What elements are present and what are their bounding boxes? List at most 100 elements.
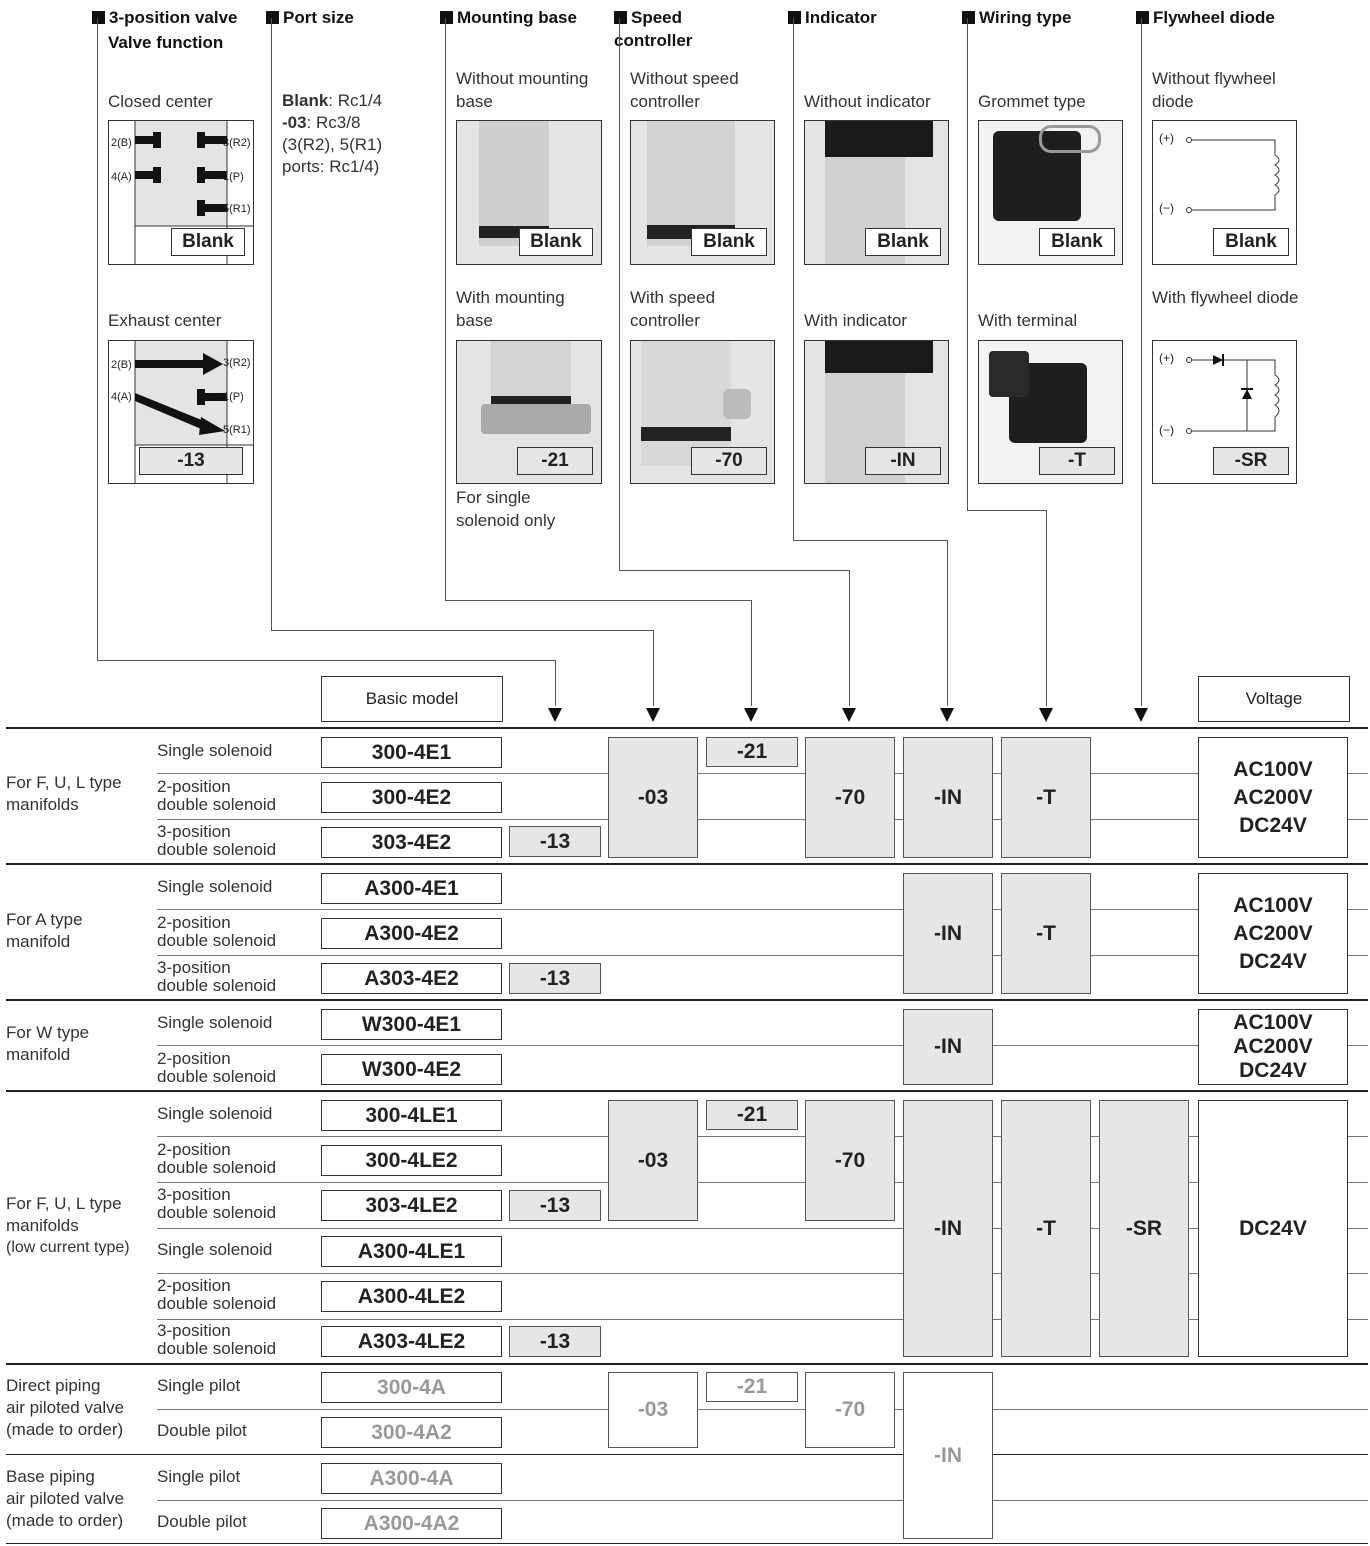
group-label-line: Base piping (6, 1467, 95, 1486)
option-in: -IN (903, 1100, 993, 1357)
mounting-note: For single solenoid only (456, 488, 556, 530)
caption-with-mounting-base: With mounting base (456, 288, 565, 330)
port-label: 5(R1) (223, 203, 251, 215)
basic-model-code: A300-4A2 (321, 1508, 502, 1539)
voltage-value: AC200V (1233, 785, 1313, 809)
option-70: -70 (805, 737, 895, 858)
valve-photo: Blank (804, 120, 949, 265)
row-line (157, 1500, 1368, 1501)
basic-model-code: 300-4A (321, 1372, 502, 1403)
caption-without-indicator: Without indicator (804, 92, 931, 111)
caption-grommet-type: Grommet type (978, 92, 1086, 111)
group-label-line: Direct piping (6, 1376, 101, 1395)
basic-model-code: A303-4LE2 (321, 1326, 502, 1357)
voltage-box: AC100V AC200V DC24V (1198, 873, 1348, 994)
option-21: -21 (706, 737, 798, 767)
leader-line (97, 660, 555, 661)
port-size-line: Blank: Rc1/4 (282, 90, 382, 112)
code-t: -T (1039, 447, 1115, 475)
basic-model-code: W300-4E1 (321, 1009, 502, 1040)
valve-photo: Blank (978, 120, 1123, 265)
group-label: For F, U, L type manifolds (low current … (6, 1193, 130, 1259)
row-line (157, 1182, 1368, 1183)
arrow-down-icon (744, 708, 758, 722)
diode-circuit-icon (1186, 354, 1280, 434)
header-text: Port size (283, 8, 354, 27)
valve-photo: -T (978, 340, 1123, 484)
voltage-header: Voltage (1198, 676, 1350, 722)
port-label: 3(R2) (223, 357, 251, 369)
voltage-value: AC100V (1233, 1011, 1313, 1034)
basic-model-code: 300-4LE2 (321, 1145, 502, 1176)
terminal-connector (989, 351, 1029, 397)
port-size-value: : Rc3/8 (306, 113, 361, 132)
port-label: 1(P) (223, 171, 244, 183)
row-sublabel: Single solenoid (157, 1240, 273, 1259)
valve-photo: -70 (630, 340, 775, 484)
option-21-made-to-order: -21 (706, 1372, 798, 1402)
code-blank: Blank (519, 228, 593, 256)
sublabel-line: double solenoid (157, 976, 277, 995)
valve-photo: Blank (630, 120, 775, 265)
row-sublabel: Single solenoid (157, 1104, 273, 1123)
caption-exhaust-center: Exhaust center (108, 311, 222, 330)
arrow-down-icon (842, 708, 856, 722)
header-3-position-valve: 3-position valve (92, 6, 237, 29)
option-in: -IN (903, 737, 993, 858)
row-line (157, 1045, 1368, 1046)
leader-line (1046, 510, 1047, 706)
header-text: Mounting base (457, 8, 577, 27)
option-70-made-to-order: -70 (805, 1372, 895, 1448)
port-label: 2(B) (111, 137, 132, 149)
row-sublabel: Single pilot (157, 1467, 241, 1486)
leader-line (619, 570, 849, 571)
basic-model-code: A300-4A (321, 1463, 502, 1494)
caption-closed-center: Closed center (108, 92, 213, 111)
basic-model-code: A300-4E1 (321, 873, 502, 904)
row-line (157, 955, 1368, 956)
port-size-line: (3(R2), 5(R1) (282, 135, 383, 154)
option-sr: -SR (1099, 1100, 1189, 1357)
group-label-line: manifolds (6, 1216, 79, 1235)
voltage-value: DC24V (1239, 813, 1307, 837)
basic-model-code: 303-4E2 (321, 827, 502, 858)
sublabel-line: 2-position (157, 913, 231, 932)
option-13: -13 (509, 1326, 601, 1357)
code-blank: Blank (1213, 228, 1289, 256)
row-line (157, 1136, 1368, 1137)
sublabel-line: 2-position (157, 1140, 231, 1159)
header-speed-controller: Speed controller (614, 6, 754, 52)
code-sr: -SR (1213, 447, 1289, 475)
port-label: 2(B) (111, 359, 132, 371)
sublabel-line: 3-position (157, 1321, 231, 1340)
header-text: Speed controller (614, 8, 693, 50)
valve-body (641, 341, 731, 466)
basic-model-code: W300-4E2 (321, 1054, 502, 1085)
plus-terminal-label: (+) (1159, 351, 1174, 365)
code-in: -IN (865, 447, 941, 475)
leader-line (445, 600, 751, 601)
closed-center-symbol: 2(B) 4(A) 3(R2) 1(P) 5(R1) Blank (108, 120, 254, 265)
option-t: -T (1001, 1100, 1091, 1357)
group-label: Direct piping air piloted valve (made to… (6, 1375, 124, 1441)
exhaust-center-symbol-icon (134, 341, 253, 483)
header-text: Indicator (805, 8, 877, 27)
group-label-line: air piloted valve (6, 1398, 125, 1417)
code-blank: Blank (691, 228, 767, 256)
code-blank: Blank (865, 228, 941, 256)
option-in: -IN (903, 873, 993, 994)
leader-line (271, 18, 272, 630)
option-t: -T (1001, 737, 1091, 858)
code-70: -70 (691, 447, 767, 475)
sublabel-line: 3-position (157, 822, 231, 841)
option-13: -13 (509, 963, 601, 994)
sublabel-line: double solenoid (157, 1203, 277, 1222)
option-03-made-to-order: -03 (608, 1372, 698, 1448)
leader-line (445, 18, 446, 600)
port-label: 3(R2) (223, 137, 251, 149)
closed-center-symbol-icon (134, 121, 253, 264)
